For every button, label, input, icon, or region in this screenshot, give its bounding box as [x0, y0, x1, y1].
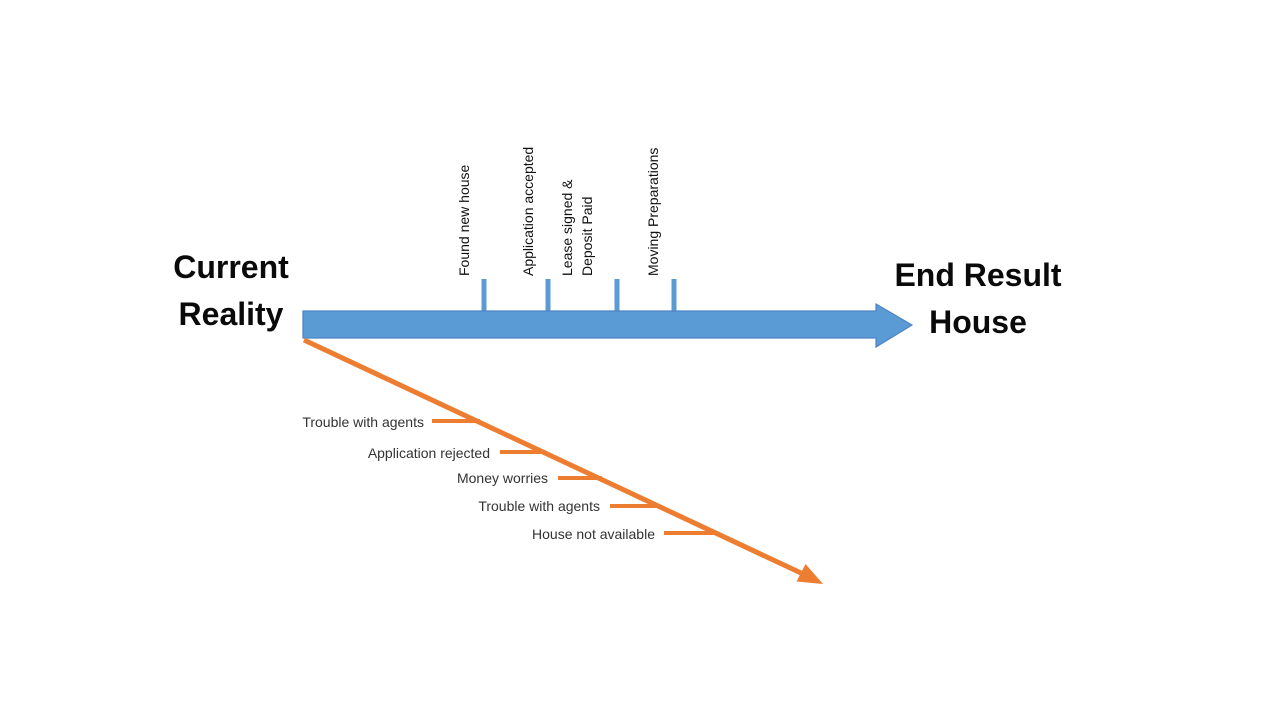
obstacle-label-house-not-available: House not available — [532, 526, 655, 542]
end-result-title: End Result House — [894, 257, 1062, 340]
current-reality-title: Current Reality — [173, 249, 289, 332]
timeline-arrow — [302, 302, 914, 349]
milestone-label-application-accepted: Application accepted — [520, 146, 536, 276]
obstacle-label-money-worries: Money worries — [456, 470, 548, 486]
milestone-label-moving-preparations: Moving Preparations — [645, 147, 661, 276]
obstacle-label-application-rejected: Application rejected — [367, 445, 490, 461]
milestone-label-found-new-house: Found new house — [456, 164, 472, 276]
milestone-label-lease-signed-deposit-paid: Lease signed & Deposit Paid — [559, 179, 595, 276]
obstacle-arrow-head — [796, 564, 823, 584]
obstacle-arrow-shaft — [302, 337, 803, 576]
obstacle-label-trouble-with-agents-2: Trouble with agents — [478, 498, 600, 514]
obstacle-label-trouble-with-agents-1: Trouble with agents — [302, 414, 424, 430]
